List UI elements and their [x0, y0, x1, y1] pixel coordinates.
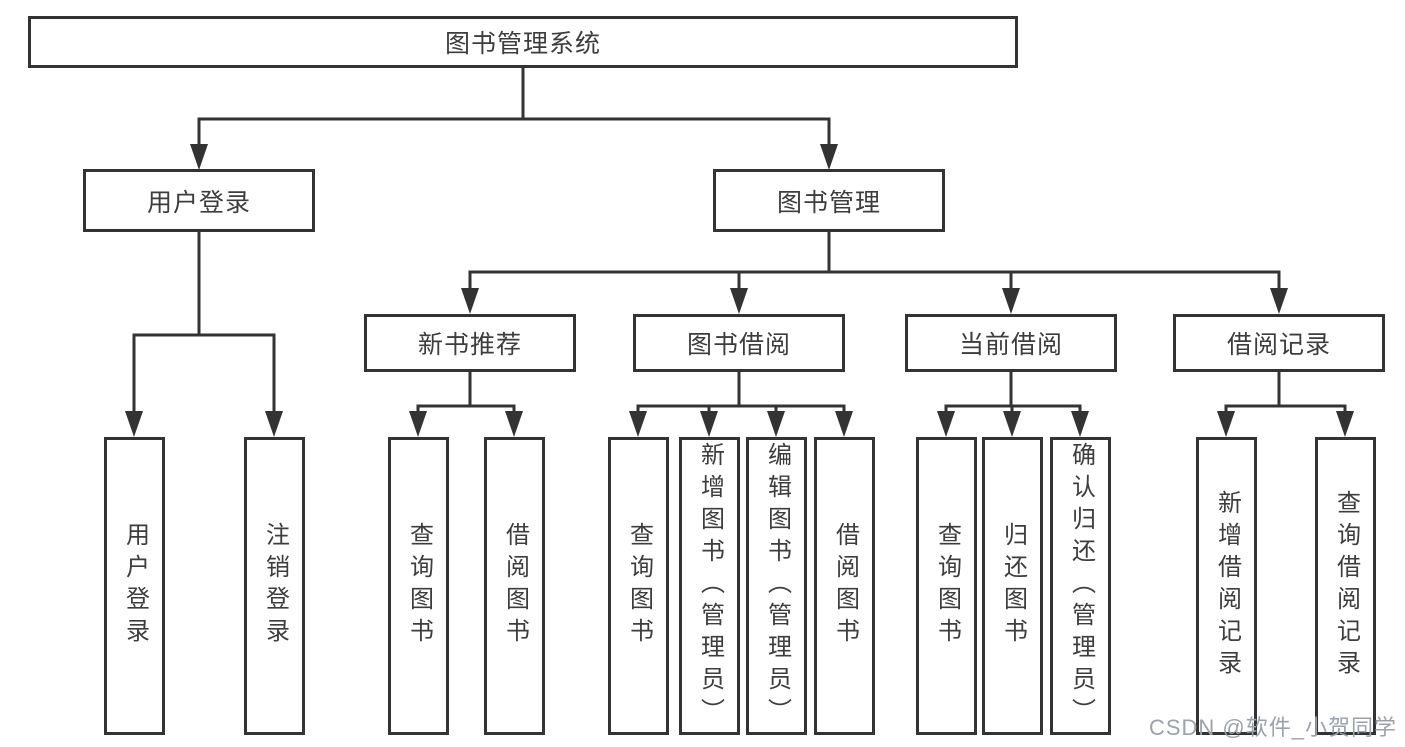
leaf-user-login: 用户登录 — [104, 437, 165, 735]
arrow-icon — [265, 411, 283, 437]
arrow-icon — [629, 411, 647, 437]
arrow-icon — [409, 411, 427, 437]
leaf-return-books: 归还图书 — [982, 437, 1043, 735]
connector-borrow-records-branch — [1224, 368, 1347, 416]
node-user-login: 用户登录 — [83, 169, 315, 232]
arrow-icon — [730, 288, 748, 314]
leaf-query-books-current: 查询图书 — [916, 437, 977, 735]
node-borrow-records: 借阅记录 — [1173, 314, 1385, 372]
node-library-management-system: 图书管理系统 — [28, 16, 1018, 68]
connector-new-book-branch — [416, 368, 516, 416]
arrow-icon — [700, 411, 718, 437]
connector-book-management-branch — [468, 228, 1281, 293]
arrow-icon — [190, 144, 208, 170]
connector-user-login-branch — [132, 228, 276, 416]
leaf-add-book-admin: 新增图书（管理员） — [679, 437, 740, 735]
arrow-icon — [1003, 411, 1021, 437]
arrow-icon — [1002, 288, 1020, 314]
leaf-query-borrow-record: 查询借阅记录 — [1315, 437, 1376, 735]
connector-book-borrow-branch — [636, 368, 846, 416]
leaf-borrow-books: 借阅图书 — [814, 437, 875, 735]
leaf-borrow-books-recommend: 借阅图书 — [484, 437, 545, 735]
arrow-icon — [1217, 411, 1235, 437]
node-current-borrow: 当前借阅 — [905, 314, 1117, 372]
node-new-book-recommend: 新书推荐 — [364, 314, 576, 372]
node-book-borrow: 图书借阅 — [633, 314, 845, 372]
leaf-edit-book-admin: 编辑图书（管理员） — [746, 437, 807, 735]
leaf-add-borrow-record: 新增借阅记录 — [1196, 437, 1257, 735]
arrow-icon — [1071, 411, 1089, 437]
leaf-query-books-borrow: 查询图书 — [608, 437, 669, 735]
arrow-icon — [937, 411, 955, 437]
connector-root-to-level2 — [197, 64, 831, 149]
arrow-icon — [125, 411, 143, 437]
arrow-icon — [1336, 411, 1354, 437]
csdn-watermark: CSDN @软件_小贺同学 — [1148, 715, 1397, 740]
arrow-icon — [1270, 288, 1288, 314]
leaf-logout: 注销登录 — [244, 437, 305, 735]
connector-current-borrow-branch — [944, 368, 1082, 416]
leaf-confirm-return-admin: 确认归还（管理员） — [1050, 437, 1111, 735]
arrow-icon — [820, 144, 838, 170]
arrow-icon — [767, 411, 785, 437]
arrow-icon — [835, 411, 853, 437]
arrow-icon — [505, 411, 523, 437]
arrow-icon — [461, 288, 479, 314]
node-book-management: 图书管理 — [713, 169, 945, 232]
leaf-query-books-recommend: 查询图书 — [388, 437, 449, 735]
